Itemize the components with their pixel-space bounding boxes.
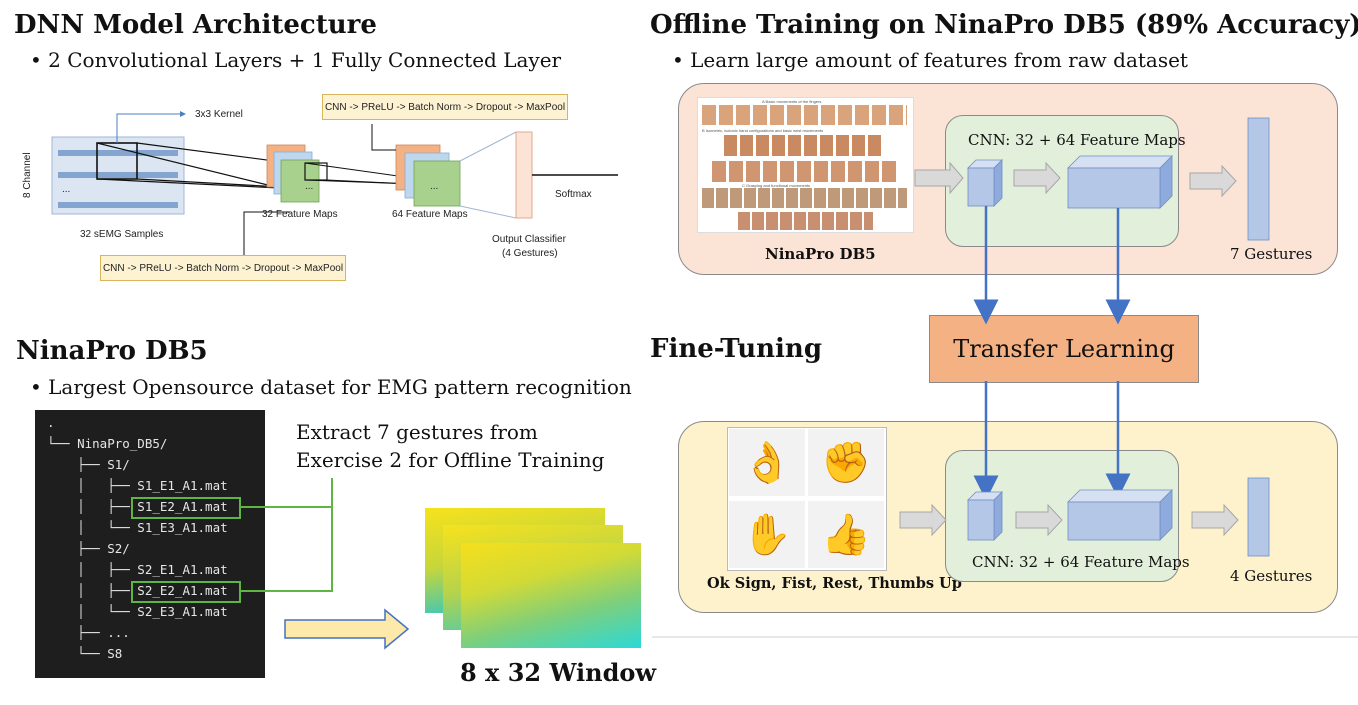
finetune-gestures-label: 4 Gestures [1230, 567, 1313, 585]
tree-line: ├── ... [47, 625, 130, 640]
thumbs-up-image: 👍 [808, 501, 884, 568]
sheet-row-c2-images [738, 212, 873, 230]
tree-line: │ └── S1_E3_A1.mat [47, 520, 228, 535]
fm64-dots: ... [430, 181, 439, 192]
fist-image: ✊ [808, 429, 884, 496]
fm32-dots: ... [305, 181, 314, 192]
sheet-row-b1-images [724, 135, 884, 156]
emg-waveforms [58, 150, 178, 208]
offline-dataset-label: NinaPro DB5 [765, 245, 876, 263]
extract-connectors [239, 478, 410, 650]
tree-line: . [47, 415, 55, 430]
finetune-gesture-grid: 👌 ✊ ✋ 👍 [727, 427, 887, 571]
output-label-1: Output Classifier [492, 234, 566, 245]
kernel-label: 3x3 Kernel [195, 109, 243, 120]
ninapro-title: NinaPro DB5 [16, 336, 208, 366]
transfer-learning-label: Transfer Learning [953, 335, 1175, 363]
ninapro-bullet: • Largest Opensource dataset for EMG pat… [30, 375, 632, 399]
dnn-title: DNN Model Architecture [14, 10, 377, 40]
offline-cube-large [1067, 155, 1173, 209]
tree-line: └── NinaPro_DB5/ [47, 436, 168, 451]
fm32-label: 32 Feature Maps [262, 209, 338, 220]
finetune-cube-small [967, 491, 1003, 541]
tree-line-highlighted: │ ├── S2_E2_A1.mat [47, 583, 228, 598]
tree-line: │ ├── S1_E1_A1.mat [47, 478, 228, 493]
offline-cube-small [967, 159, 1003, 207]
window-label: 8 x 32 Window [460, 658, 657, 687]
ok-sign-image: 👌 [729, 429, 805, 496]
offline-input-arrow [914, 161, 964, 195]
sheet-row-b2-images [712, 161, 897, 182]
finetune-cube-large [1067, 489, 1173, 541]
tree-line: └── S8 [47, 646, 123, 661]
extract-line-1: Extract 7 gestures from [296, 420, 538, 444]
rest-image: ✋ [729, 501, 805, 568]
offline-gestures-label: 7 Gestures [1230, 245, 1313, 263]
offline-output-bar [1247, 117, 1270, 241]
ninapro-gesture-sheet: A Basic movements of the fingers B Isome… [697, 97, 914, 233]
samples-label: 32 sEMG Samples [80, 229, 164, 240]
finetune-title: Fine-Tuning [650, 334, 822, 364]
layer-pipeline-bottom: CNN -> PReLU -> Batch Norm -> Dropout ->… [100, 255, 346, 281]
fm64-label: 64 Feature Maps [392, 209, 468, 220]
fm64-front [413, 160, 461, 207]
tree-line: │ ├── S2_E1_A1.mat [47, 562, 228, 577]
finetune-gestures-caption: Ok Sign, Fist, Rest, Thumbs Up [707, 575, 962, 592]
tree-line: ├── S1/ [47, 457, 130, 472]
finetune-cnn-label: CNN: 32 + 64 Feature Maps [972, 553, 1190, 571]
tree-line-highlighted: │ ├── S1_E2_A1.mat [47, 499, 228, 514]
tree-line: │ └── S2_E3_A1.mat [47, 604, 228, 619]
extract-line-2: Exercise 2 for Offline Training [296, 448, 605, 472]
window-arrow [284, 608, 410, 650]
grid-dots: ... [62, 184, 71, 195]
fm32-front [280, 159, 320, 203]
sheet-row-b-label: B Isometric, isotonic hand configuration… [702, 128, 824, 133]
finetune-input-arrow [899, 503, 947, 537]
offline-bullet: • Learn large amount of features from ra… [672, 48, 1188, 72]
sheet-row-a-label: A Basic movements of the fingers [762, 99, 822, 104]
offline-cnn-label: CNN: 32 + 64 Feature Maps [968, 131, 1186, 149]
sheet-row-a-images [702, 105, 907, 125]
tree-line: ├── S2/ [47, 541, 130, 556]
offline-title: Offline Training on NinaPro DB5 (89% Acc… [650, 10, 1358, 40]
layer-pipeline-top: CNN -> PReLU -> Batch Norm -> Dropout ->… [322, 94, 568, 120]
softmax-label: Softmax [555, 189, 592, 200]
finetune-output-bar [1247, 477, 1270, 557]
emg-window-front [461, 543, 641, 648]
sheet-row-c1-images [702, 188, 907, 208]
dnn-bullet: • 2 Convolutional Layers + 1 Fully Conne… [30, 48, 562, 72]
transfer-learning-box: Transfer Learning [929, 315, 1199, 383]
output-label-2: (4 Gestures) [502, 248, 558, 259]
dnn-diagram [51, 111, 618, 260]
sheet-row-c-label: C Grasping and functional movements [742, 183, 811, 188]
